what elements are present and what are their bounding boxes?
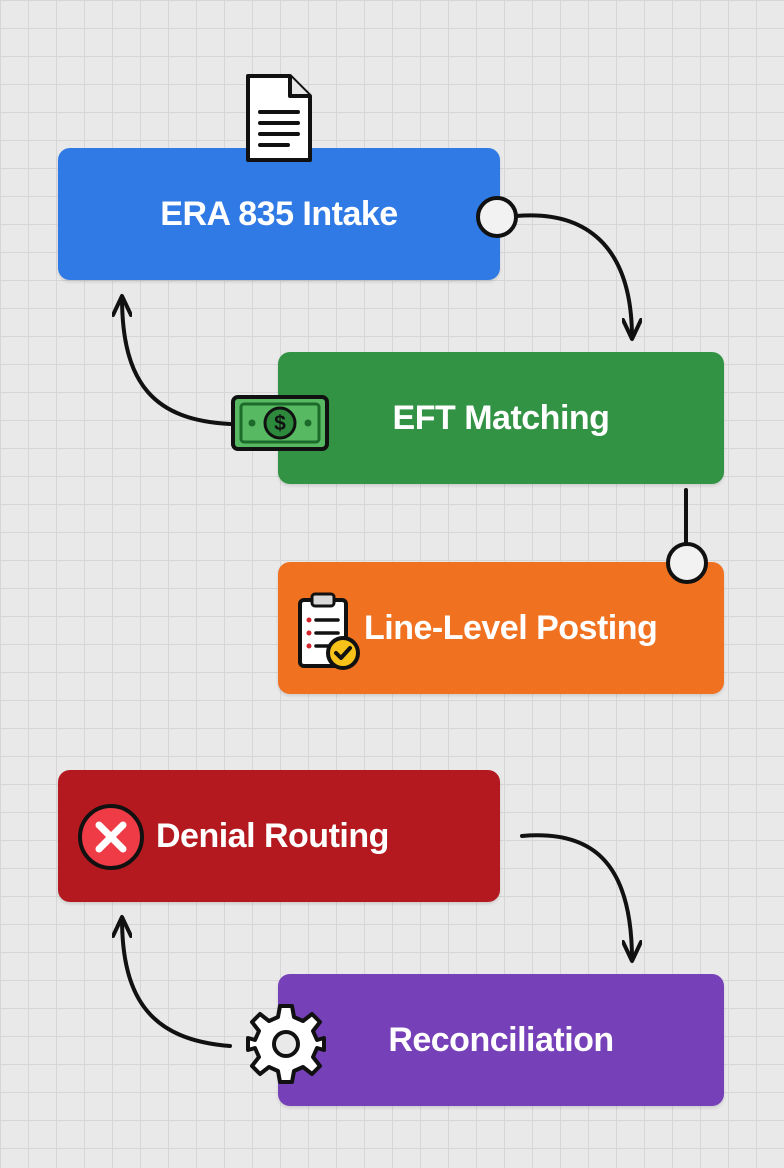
- clipboard-check-icon: [298, 592, 360, 670]
- connector-reconciliation-to-denial: [122, 918, 232, 1048]
- node-eft-matching: EFT Matching: [278, 352, 724, 484]
- gear-icon: [246, 1004, 326, 1084]
- node-label: Denial Routing: [156, 816, 389, 855]
- node-line-level-posting: Line-Level Posting: [278, 562, 724, 694]
- node-label: Line-Level Posting: [364, 608, 658, 647]
- x-circle-icon: [78, 804, 144, 870]
- connector-matching-to-intake: [122, 297, 232, 426]
- node-label: Reconciliation: [388, 1020, 614, 1059]
- connector-denial-to-reconciliation: [520, 833, 632, 960]
- connection-handle[interactable]: [474, 194, 520, 240]
- dollar-bill-icon: $: [231, 395, 329, 451]
- node-label: EFT Matching: [392, 398, 610, 437]
- connector-intake-to-matching: [514, 213, 632, 338]
- svg-text:$: $: [274, 412, 286, 435]
- node-denial-routing: Denial Routing: [58, 770, 500, 902]
- connection-handle[interactable]: [664, 540, 710, 586]
- document-icon: [246, 74, 312, 162]
- node-label: ERA 835 Intake: [160, 194, 398, 233]
- node-reconciliation: Reconciliation: [278, 974, 724, 1106]
- node-era-835-intake: ERA 835 Intake: [58, 148, 500, 280]
